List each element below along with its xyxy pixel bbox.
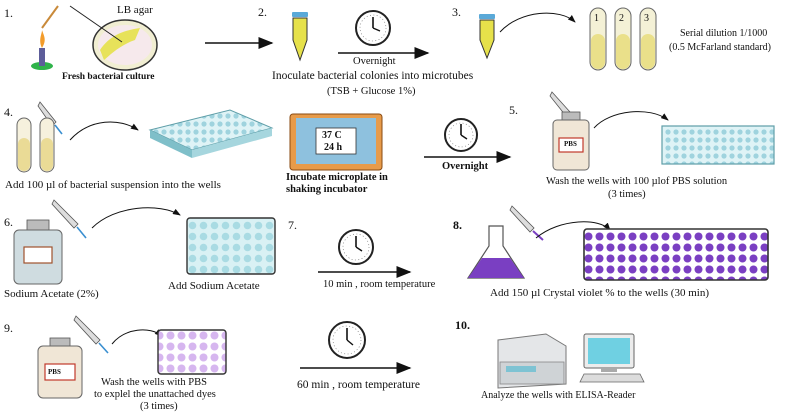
computer-icon [579, 333, 645, 383]
step3-caption: Serial dilution 1/1000 [680, 28, 768, 39]
pbs-bottle-icon [37, 337, 83, 399]
clock-icon [338, 229, 374, 265]
culture-tubes-icon [16, 117, 55, 173]
overnight-label: Overnight [353, 56, 396, 67]
step9-curved-arrow [111, 329, 163, 345]
microplate-icon [186, 217, 276, 275]
step10-caption: Analyze the wells with ELISA-Reader [481, 390, 636, 401]
flask-icon [466, 225, 526, 279]
microplate-icon [661, 125, 775, 165]
pipette-icon [73, 315, 109, 354]
bottle-label: PBS [48, 368, 61, 376]
step3-curved-arrow [499, 12, 576, 33]
tube-label: 1 [594, 13, 599, 24]
tube-label: 3 [644, 13, 649, 24]
step2-caption-sub: (TSB + Glucose 1%) [327, 86, 416, 97]
step3-caption-sub: (0.5 McFarland standard) [669, 42, 771, 53]
step6-caption: Sodium Acetate (2%) [4, 288, 99, 300]
incubator-icon [289, 113, 383, 171]
step-number: 1. [4, 6, 13, 20]
dilution-tubes-icon [589, 7, 657, 71]
pbs-bottle-icon [552, 111, 590, 171]
petri-dish-icon [69, 5, 158, 71]
step-number: 4. [4, 105, 13, 119]
elisa-reader-icon [497, 333, 567, 389]
step5-caption: Wash the wells with 100 µlof PBS solutio… [546, 176, 728, 187]
step9-caption-sub: to explel the unattached dyes [94, 389, 216, 400]
step4-curved-arrow [69, 121, 139, 141]
microplate-icon [157, 329, 227, 375]
agar-label: LB agar [117, 4, 153, 16]
step1-caption: Fresh bacterial culture [62, 72, 155, 82]
step9-caption-count: (3 times) [140, 401, 178, 412]
step5-caption-sub: (3 times) [608, 189, 646, 200]
microtube-icon [292, 12, 308, 62]
incubator-caption: Incubate microplate in [286, 172, 388, 183]
microtube-icon [479, 14, 495, 60]
pipette-icon [51, 199, 87, 239]
clock-icon [444, 118, 478, 152]
incubator-time: 24 h [324, 142, 343, 153]
incubator-caption-sub: shaking incubator [286, 184, 368, 195]
step9-caption: Wash the wells with PBS [101, 377, 207, 388]
clock-icon [328, 321, 366, 359]
step7-caption: 10 min , room temperature [323, 279, 436, 290]
step-number: 3. [452, 5, 461, 19]
microplate-icon [148, 109, 274, 158]
step8-curved-arrow [535, 221, 611, 239]
step-number: 8. [453, 218, 462, 232]
tube-label: 2 [619, 13, 624, 24]
incubator-temp: 37 C [322, 130, 342, 141]
clock-icon [355, 10, 391, 46]
pipette-icon [509, 205, 544, 241]
step8-caption: Add 150 µl Crystal violet % to the wells… [490, 287, 709, 299]
step-number: 5. [509, 103, 518, 117]
overnight-label: Overnight [442, 161, 489, 172]
step9b-caption: 60 min , room temperature [297, 379, 420, 391]
step4-caption: Add 100 µl of bacterial suspension into … [5, 179, 221, 191]
step2-caption: Inoculate bacterial colonies into microt… [272, 70, 474, 82]
step6-curved-arrow [91, 207, 181, 229]
bottle-label: PBS [564, 140, 577, 148]
sodium-acetate-bottle-icon [13, 219, 63, 285]
step-number: 10. [455, 318, 470, 332]
microplate-icon [583, 228, 769, 281]
step-number: 7. [288, 218, 297, 232]
step-number: 2. [258, 5, 267, 19]
step-number: 6. [4, 215, 13, 229]
bunsen-burner-icon [31, 5, 59, 70]
step5-curved-arrow [593, 111, 669, 129]
step-number: 9. [4, 321, 13, 335]
step6-caption-right: Add Sodium Acetate [168, 280, 260, 292]
